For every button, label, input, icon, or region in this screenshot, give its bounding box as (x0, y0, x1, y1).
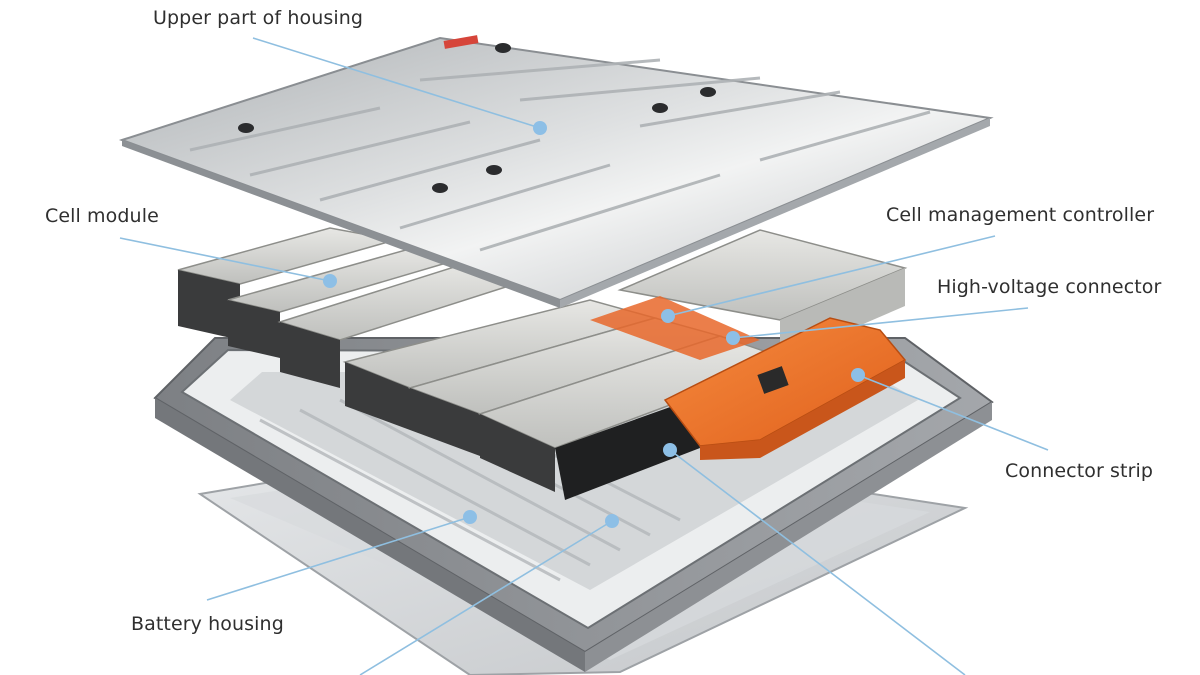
label-battery-housing: Battery housing (131, 613, 284, 635)
callout-line-cell-module (119, 237, 331, 282)
callout-dot-bottom-left (605, 514, 619, 528)
callout-dot-cell-module (323, 274, 337, 288)
cell-module-front-row (342, 299, 793, 500)
label-cell-management-controller: Cell management controller (886, 204, 1155, 226)
label-cell-module: Cell module (45, 205, 159, 227)
callout-dot-battery-housing (463, 510, 477, 524)
callout-line-upper-housing (252, 37, 541, 129)
callout-dot-upper-housing (533, 121, 547, 135)
callout-lines (119, 37, 1049, 675)
label-high-voltage-connector: High-voltage connector (937, 276, 1162, 298)
callout-dot-connector-strip (851, 368, 865, 382)
cell-modules (177, 227, 908, 500)
callout-line-bottom-left (359, 520, 613, 675)
label-upper-housing: Upper part of housing (153, 7, 364, 29)
callout-dot-bottom-right (663, 443, 677, 457)
upper-housing-lid (118, 35, 994, 308)
callout-dots (323, 121, 865, 528)
callout-line-battery-housing (206, 516, 471, 601)
callout-dot-cell-management-controller (661, 309, 675, 323)
high-voltage-unit (590, 296, 907, 460)
label-connector-strip: Connector strip (1005, 460, 1154, 482)
callout-line-bottom-right (669, 449, 966, 675)
callout-line-cell-management-controller (667, 235, 996, 317)
callout-line-high-voltage-connector (732, 307, 1029, 339)
callout-line-connector-strip (857, 374, 1049, 451)
cell-module-back-row (177, 227, 543, 388)
callout-dot-high-voltage-connector (726, 331, 740, 345)
